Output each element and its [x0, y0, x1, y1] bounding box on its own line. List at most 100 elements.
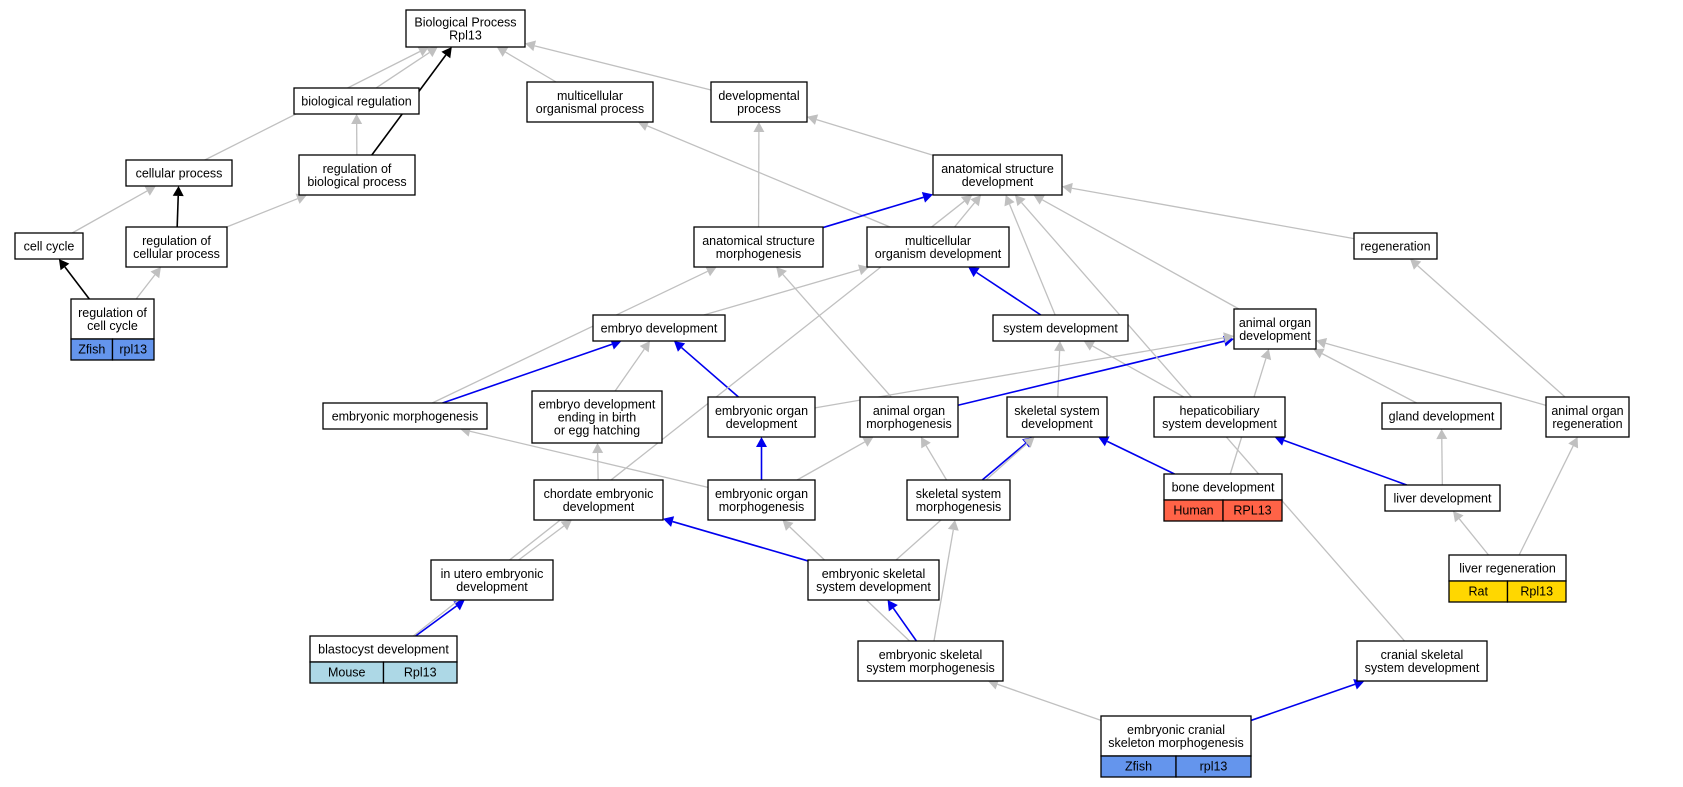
edge-asm-to-asd: [822, 192, 933, 229]
node-label-line: animal organ: [1239, 316, 1311, 330]
go-term-node-em[interactable]: embryonic morphogenesis: [322, 402, 488, 430]
node-box: [707, 396, 816, 438]
node-label-line: skeletal system: [916, 487, 1001, 501]
go-term-node-cp[interactable]: cellular process: [125, 159, 233, 187]
node-label-line: morphogenesis: [866, 417, 951, 431]
edge-line: [1071, 187, 1355, 240]
go-term-node-breg[interactable]: biological regulation: [293, 87, 420, 115]
arrow-head-icon: [1083, 341, 1096, 351]
gene-cell: [382, 661, 458, 684]
node-box: [1356, 640, 1488, 682]
edge-breg-to-bp: [375, 47, 438, 89]
go-term-node-cc[interactable]: cell cycle: [14, 232, 84, 260]
node-label-line: liver development: [1394, 491, 1492, 505]
node-box: [992, 314, 1129, 342]
node-label-line: development: [726, 417, 798, 431]
arrow-head-icon: [960, 195, 973, 206]
arrow-head-icon: [496, 47, 509, 57]
arrow-head-icon: [1316, 337, 1328, 349]
edge-sd-to-asd: [1004, 195, 1056, 316]
edge-aom-to-aod: [957, 335, 1234, 406]
edge-line: [442, 343, 613, 404]
arrow-head-icon: [150, 267, 161, 279]
node-box: [293, 87, 420, 115]
arrow-head-icon: [920, 437, 931, 449]
go-term-node-ed[interactable]: embryo development: [592, 314, 726, 342]
node-label-line: embryonic cranial: [1127, 723, 1225, 737]
arrow-head-icon: [417, 46, 429, 57]
node-box: [70, 298, 155, 340]
arrow-head-icon: [560, 520, 572, 531]
node-label-line: embryonic skeletal: [822, 567, 926, 581]
node-label-line: process: [737, 102, 781, 116]
node-box: [309, 635, 458, 663]
node-label-line: regulation of: [142, 234, 211, 248]
node-label-line: regulation of: [78, 306, 147, 320]
node-label-line: system development: [1003, 321, 1118, 335]
node-box: [533, 479, 664, 521]
arrow-head-icon: [807, 114, 819, 125]
arrow-head-icon: [1568, 437, 1579, 449]
node-label-line: chordate embryonic: [544, 487, 654, 501]
edge-line: [176, 195, 180, 228]
arrow-head-icon: [1023, 437, 1035, 448]
edge-line: [375, 51, 430, 89]
go-term-node-gd[interactable]: gland development: [1381, 402, 1502, 430]
node-box: [526, 81, 654, 123]
arrow-head-icon: [1353, 679, 1365, 690]
go-term-node-ld[interactable]: liver development: [1384, 484, 1501, 512]
edge-rcp-to-cp: [172, 186, 184, 228]
edge-line: [226, 198, 298, 228]
arrow-head-icon: [1274, 435, 1286, 446]
node-box: [707, 479, 816, 521]
node-label-line: morphogenesis: [716, 247, 801, 261]
edge-line: [518, 525, 565, 561]
node-label-line: skeleton morphogenesis: [1108, 736, 1244, 750]
edge-line: [933, 529, 954, 642]
arrow-head-icon: [987, 679, 1000, 690]
go-term-node-sd[interactable]: system development: [992, 314, 1129, 342]
edge-line: [680, 346, 739, 398]
edge-line: [957, 340, 1225, 406]
node-label-line: biological regulation: [301, 94, 412, 108]
node-label-line: morphogenesis: [916, 500, 1001, 514]
arrow-head-icon: [525, 40, 537, 52]
arrow-head-icon: [426, 47, 438, 58]
edge-line: [816, 118, 934, 156]
edge-line: [782, 274, 892, 398]
edge-ed-to-mod: [703, 264, 870, 316]
edge-bd-to-ssd: [1098, 436, 1175, 475]
go-term-node-regen[interactable]: regeneration: [1353, 232, 1438, 260]
edge-iued-to-ced: [518, 520, 572, 561]
arrow-head-icon: [144, 186, 156, 196]
